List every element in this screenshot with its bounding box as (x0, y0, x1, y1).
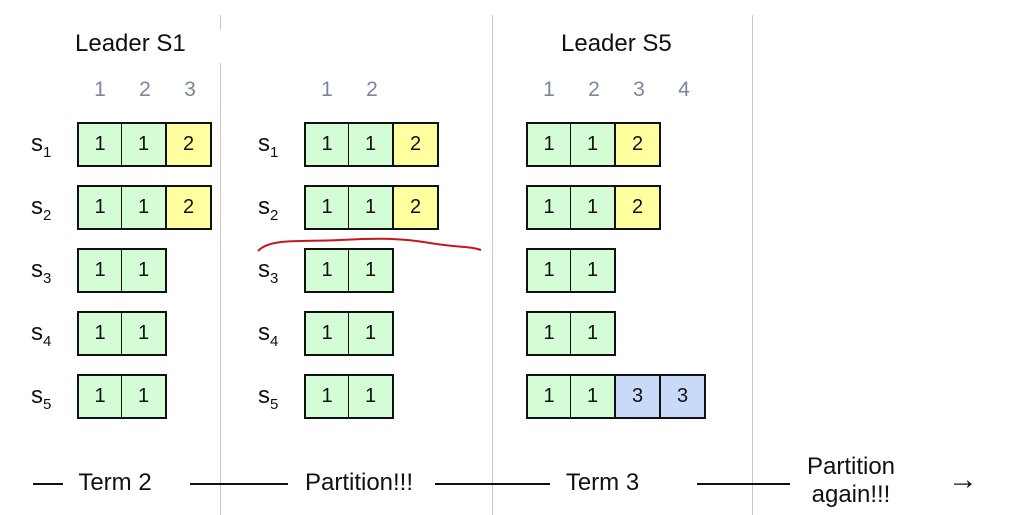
server-label: s4 (258, 319, 278, 350)
log-entry: 1 (77, 248, 123, 293)
divider (220, 63, 221, 515)
phase-term-2: Term 2 (78, 469, 152, 496)
timeline-line (435, 483, 550, 485)
server-letter: s (31, 256, 43, 283)
server-label: s3 (31, 256, 51, 287)
server-number: 1 (270, 143, 279, 161)
log-entry: 1 (77, 122, 123, 167)
column-index: 3 (633, 78, 645, 101)
server-number: 2 (270, 206, 279, 224)
server-label: s1 (31, 130, 51, 161)
server-label: s5 (31, 382, 51, 413)
column-index: 2 (139, 78, 151, 101)
leader-title: Leader S1 (75, 30, 186, 57)
column-index: 2 (366, 78, 378, 101)
server-letter: s (258, 130, 270, 157)
phase-partition: Partition!!! (304, 469, 414, 496)
server-label: s3 (258, 256, 278, 287)
server-number: 1 (43, 143, 52, 161)
server-label: s4 (31, 319, 51, 350)
server-label: s5 (258, 382, 278, 413)
log-entry: 2 (616, 185, 661, 230)
log-entry: 1 (304, 248, 350, 293)
server-label: s2 (258, 193, 278, 224)
log-entry: 1 (349, 374, 394, 419)
column-index: 1 (321, 78, 333, 101)
server-letter: s (31, 319, 43, 346)
column-index: 1 (94, 78, 106, 101)
log-entry: 1 (122, 185, 167, 230)
server-letter: s (258, 319, 270, 346)
server-number: 3 (43, 269, 52, 287)
log-entry: 2 (616, 122, 661, 167)
log-entry: 1 (122, 374, 167, 419)
log-entry: 2 (167, 185, 212, 230)
server-letter: s (31, 130, 43, 157)
server-number: 3 (270, 269, 279, 287)
divider (492, 15, 493, 515)
timeline-line (33, 483, 63, 485)
server-label: s1 (258, 130, 278, 161)
log-entry: 1 (571, 122, 616, 167)
server-letter: s (258, 382, 270, 409)
log-entry: 1 (526, 248, 572, 293)
log-entry: 1 (349, 122, 394, 167)
log-entry: 1 (571, 311, 616, 356)
server-letter: s (258, 256, 270, 283)
log-entry: 1 (304, 374, 350, 419)
log-entry: 2 (167, 122, 212, 167)
server-letter: s (31, 382, 43, 409)
log-entry: 1 (77, 374, 123, 419)
server-number: 4 (43, 332, 52, 350)
log-entry: 1 (122, 248, 167, 293)
log-entry: 3 (616, 374, 661, 419)
leader-title: Leader S5 (561, 30, 672, 57)
phase-partition-again: Partition again!!! (806, 453, 896, 508)
server-number: 5 (270, 395, 279, 413)
log-entry: 2 (394, 122, 439, 167)
server-letter: s (258, 193, 270, 220)
arrow-icon: → (948, 463, 978, 496)
column-index: 4 (678, 78, 690, 101)
log-entry: 1 (77, 311, 123, 356)
log-entry: 1 (122, 311, 167, 356)
server-number: 2 (43, 206, 52, 224)
log-entry: 1 (571, 374, 616, 419)
column-index: 3 (184, 78, 196, 101)
log-entry: 1 (349, 248, 394, 293)
column-index: 1 (543, 78, 555, 101)
log-entry: 1 (304, 122, 350, 167)
log-entry: 1 (526, 311, 572, 356)
timeline-line (697, 483, 790, 485)
log-entry: 1 (349, 185, 394, 230)
log-entry: 1 (304, 311, 350, 356)
log-entry: 3 (661, 374, 706, 419)
server-number: 4 (270, 332, 279, 350)
column-index: 2 (588, 78, 600, 101)
server-label: s2 (31, 193, 51, 224)
log-entry: 1 (122, 122, 167, 167)
phase-term-3: Term 3 (565, 469, 640, 496)
divider (220, 15, 221, 30)
log-entry: 1 (571, 248, 616, 293)
server-number: 5 (43, 395, 52, 413)
log-entry: 2 (394, 185, 439, 230)
server-letter: s (31, 193, 43, 220)
timeline-line (190, 483, 288, 485)
log-entry: 1 (349, 311, 394, 356)
log-entry: 1 (571, 185, 616, 230)
divider (752, 15, 753, 515)
